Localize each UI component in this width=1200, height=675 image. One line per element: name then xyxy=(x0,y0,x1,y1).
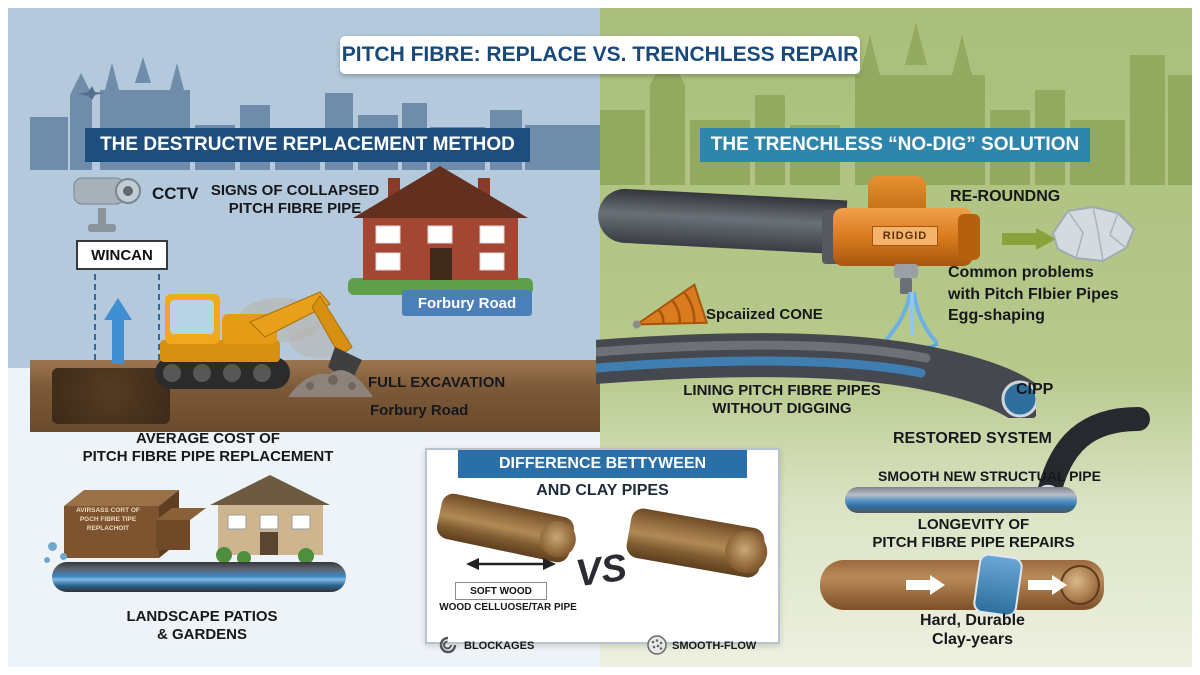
machine-nozzle xyxy=(894,264,918,278)
vs-label: VS xyxy=(573,546,630,596)
forbury-road-label: Forbury Road xyxy=(370,402,469,419)
brick-line3: REPLACHOIT xyxy=(86,525,130,533)
flow-arrow xyxy=(906,575,946,595)
page-title: PITCH FIBRE: REPLACE VS. TRENCHLESS REPA… xyxy=(340,36,860,74)
full-excavation-label: FULL EXCAVATION xyxy=(368,374,506,391)
signs-caption: SIGNS OF COLLAPSED PITCH FIBRE PIPE xyxy=(205,182,385,217)
longevity-line2: PITCH FIBRE PIPE REPAIRS xyxy=(872,533,1075,551)
excavator-illustration xyxy=(155,291,362,389)
smooth-flow-label: SMOOTH-FLOW xyxy=(672,640,757,652)
restored-pipe xyxy=(845,487,1077,513)
lining-line1: LINING PITCH FIBRE PIPES xyxy=(683,382,881,399)
lining-pipe xyxy=(596,333,1036,418)
repair-band xyxy=(972,552,1024,618)
brick-caption: AVIRSASS CORT OF PGCH FIBRE TIPE REPLACH… xyxy=(66,506,150,533)
cctv-camera-icon xyxy=(73,177,141,232)
longevity-caption: LONGEVITY OF PITCH FIBRE PIPE REPAIRS xyxy=(866,516,1081,551)
restored-system-label: RESTORED SYSTEM xyxy=(893,430,1052,447)
lining-line2: WITHOUT DIGGING xyxy=(712,399,852,417)
ridgid-plate: RIDGID xyxy=(872,226,938,246)
forbury-road-badge: Forbury Road xyxy=(402,290,532,316)
average-cost-caption: AVERAGE COST OF PITCH FIBRE PIPE REPLACE… xyxy=(78,430,338,465)
blockages-label: BLOCKAGES xyxy=(464,640,535,652)
crushed-pipe-icon xyxy=(1051,205,1136,263)
landscape-pipe xyxy=(52,562,346,592)
cctv-label: CCTV xyxy=(152,184,199,203)
left-section-header: THE DESTRUCTIVE REPLACEMENT METHOD xyxy=(85,128,530,162)
signs-line2: PITCH FIBRE PIPE xyxy=(228,199,362,217)
water-droplet xyxy=(48,542,57,551)
landscape-line1: LANDSCAPE PATIOS xyxy=(126,608,278,625)
tan-house xyxy=(210,475,330,565)
dirt-pile xyxy=(288,370,373,397)
width-arrow xyxy=(466,558,556,570)
smooth-flow-icon xyxy=(647,635,667,655)
problems-line2: with Pitch FIbier Pipes xyxy=(948,285,1119,303)
red-brick-house xyxy=(348,166,533,295)
longevity-line1: LONGEVITY OF xyxy=(917,516,1030,533)
clay-line2: Clay-years xyxy=(932,630,1013,648)
clay-line1: Hard, Durable xyxy=(920,612,1025,629)
problems-caption: Common problems with Pitch FIbier Pipes … xyxy=(948,262,1158,327)
brick-line1: AVIRSASS CORT OF xyxy=(76,507,140,514)
lining-caption: LINING PITCH FIBRE PIPES WITHOUT DIGGING xyxy=(672,382,892,417)
landscape-caption: LANDSCAPE PATIOS & GARDENS xyxy=(118,608,286,643)
cipp-label: CIPP xyxy=(1016,381,1054,398)
signs-line1: SIGNS OF COLLAPSED xyxy=(210,182,380,199)
smooth-pipe-label: SMOOTH NEW STRUCTUAL PIPE xyxy=(878,468,1101,484)
problems-line3: Egg-shaping xyxy=(948,307,1045,325)
right-section-header: THE TRENCHLESS “NO-DIG” SOLUTION xyxy=(700,128,1090,162)
dashed-guide-line xyxy=(94,274,96,360)
water-droplet xyxy=(44,557,50,563)
problems-line1: Common problems xyxy=(948,264,1094,281)
plane-silhouette xyxy=(78,86,104,100)
blockage-icon xyxy=(439,636,457,654)
soft-wood-badge: SOFT WOOD xyxy=(455,582,547,600)
up-arrow xyxy=(104,298,132,364)
excavation-hole xyxy=(52,368,170,424)
flow-arrow xyxy=(1028,575,1068,595)
cone-label: Spcaiized CONE xyxy=(706,306,823,323)
landscape-line2: & GARDENS xyxy=(156,625,247,643)
wood-cellulose-label: WOOD CELLUOSE/TAR PIPE xyxy=(439,602,577,613)
wincan-badge: WINCAN xyxy=(76,240,168,270)
green-arrow xyxy=(1002,228,1056,250)
brick-line2: PGCH FIBRE TIPE xyxy=(79,516,137,524)
machine-cap-right xyxy=(958,214,980,260)
cone-tool-icon xyxy=(632,283,709,329)
brick-pile xyxy=(64,490,206,558)
machine-nozzle-tip xyxy=(900,278,912,294)
cost-line1: AVERAGE COST OF xyxy=(136,430,280,447)
difference-header: DIFFERENCE BETTYWEEN xyxy=(458,450,747,478)
dashed-guide-line xyxy=(158,274,160,360)
water-droplet xyxy=(60,553,67,560)
cost-line2: PITCH FIBRE PIPE REPLACEMENT xyxy=(82,447,334,465)
clay-caption: Hard, Durable Clay-years xyxy=(900,612,1045,650)
difference-subtitle: AND CLAY PIPES xyxy=(536,482,669,499)
rerounding-label: RE-ROUNDNG xyxy=(950,188,1061,205)
